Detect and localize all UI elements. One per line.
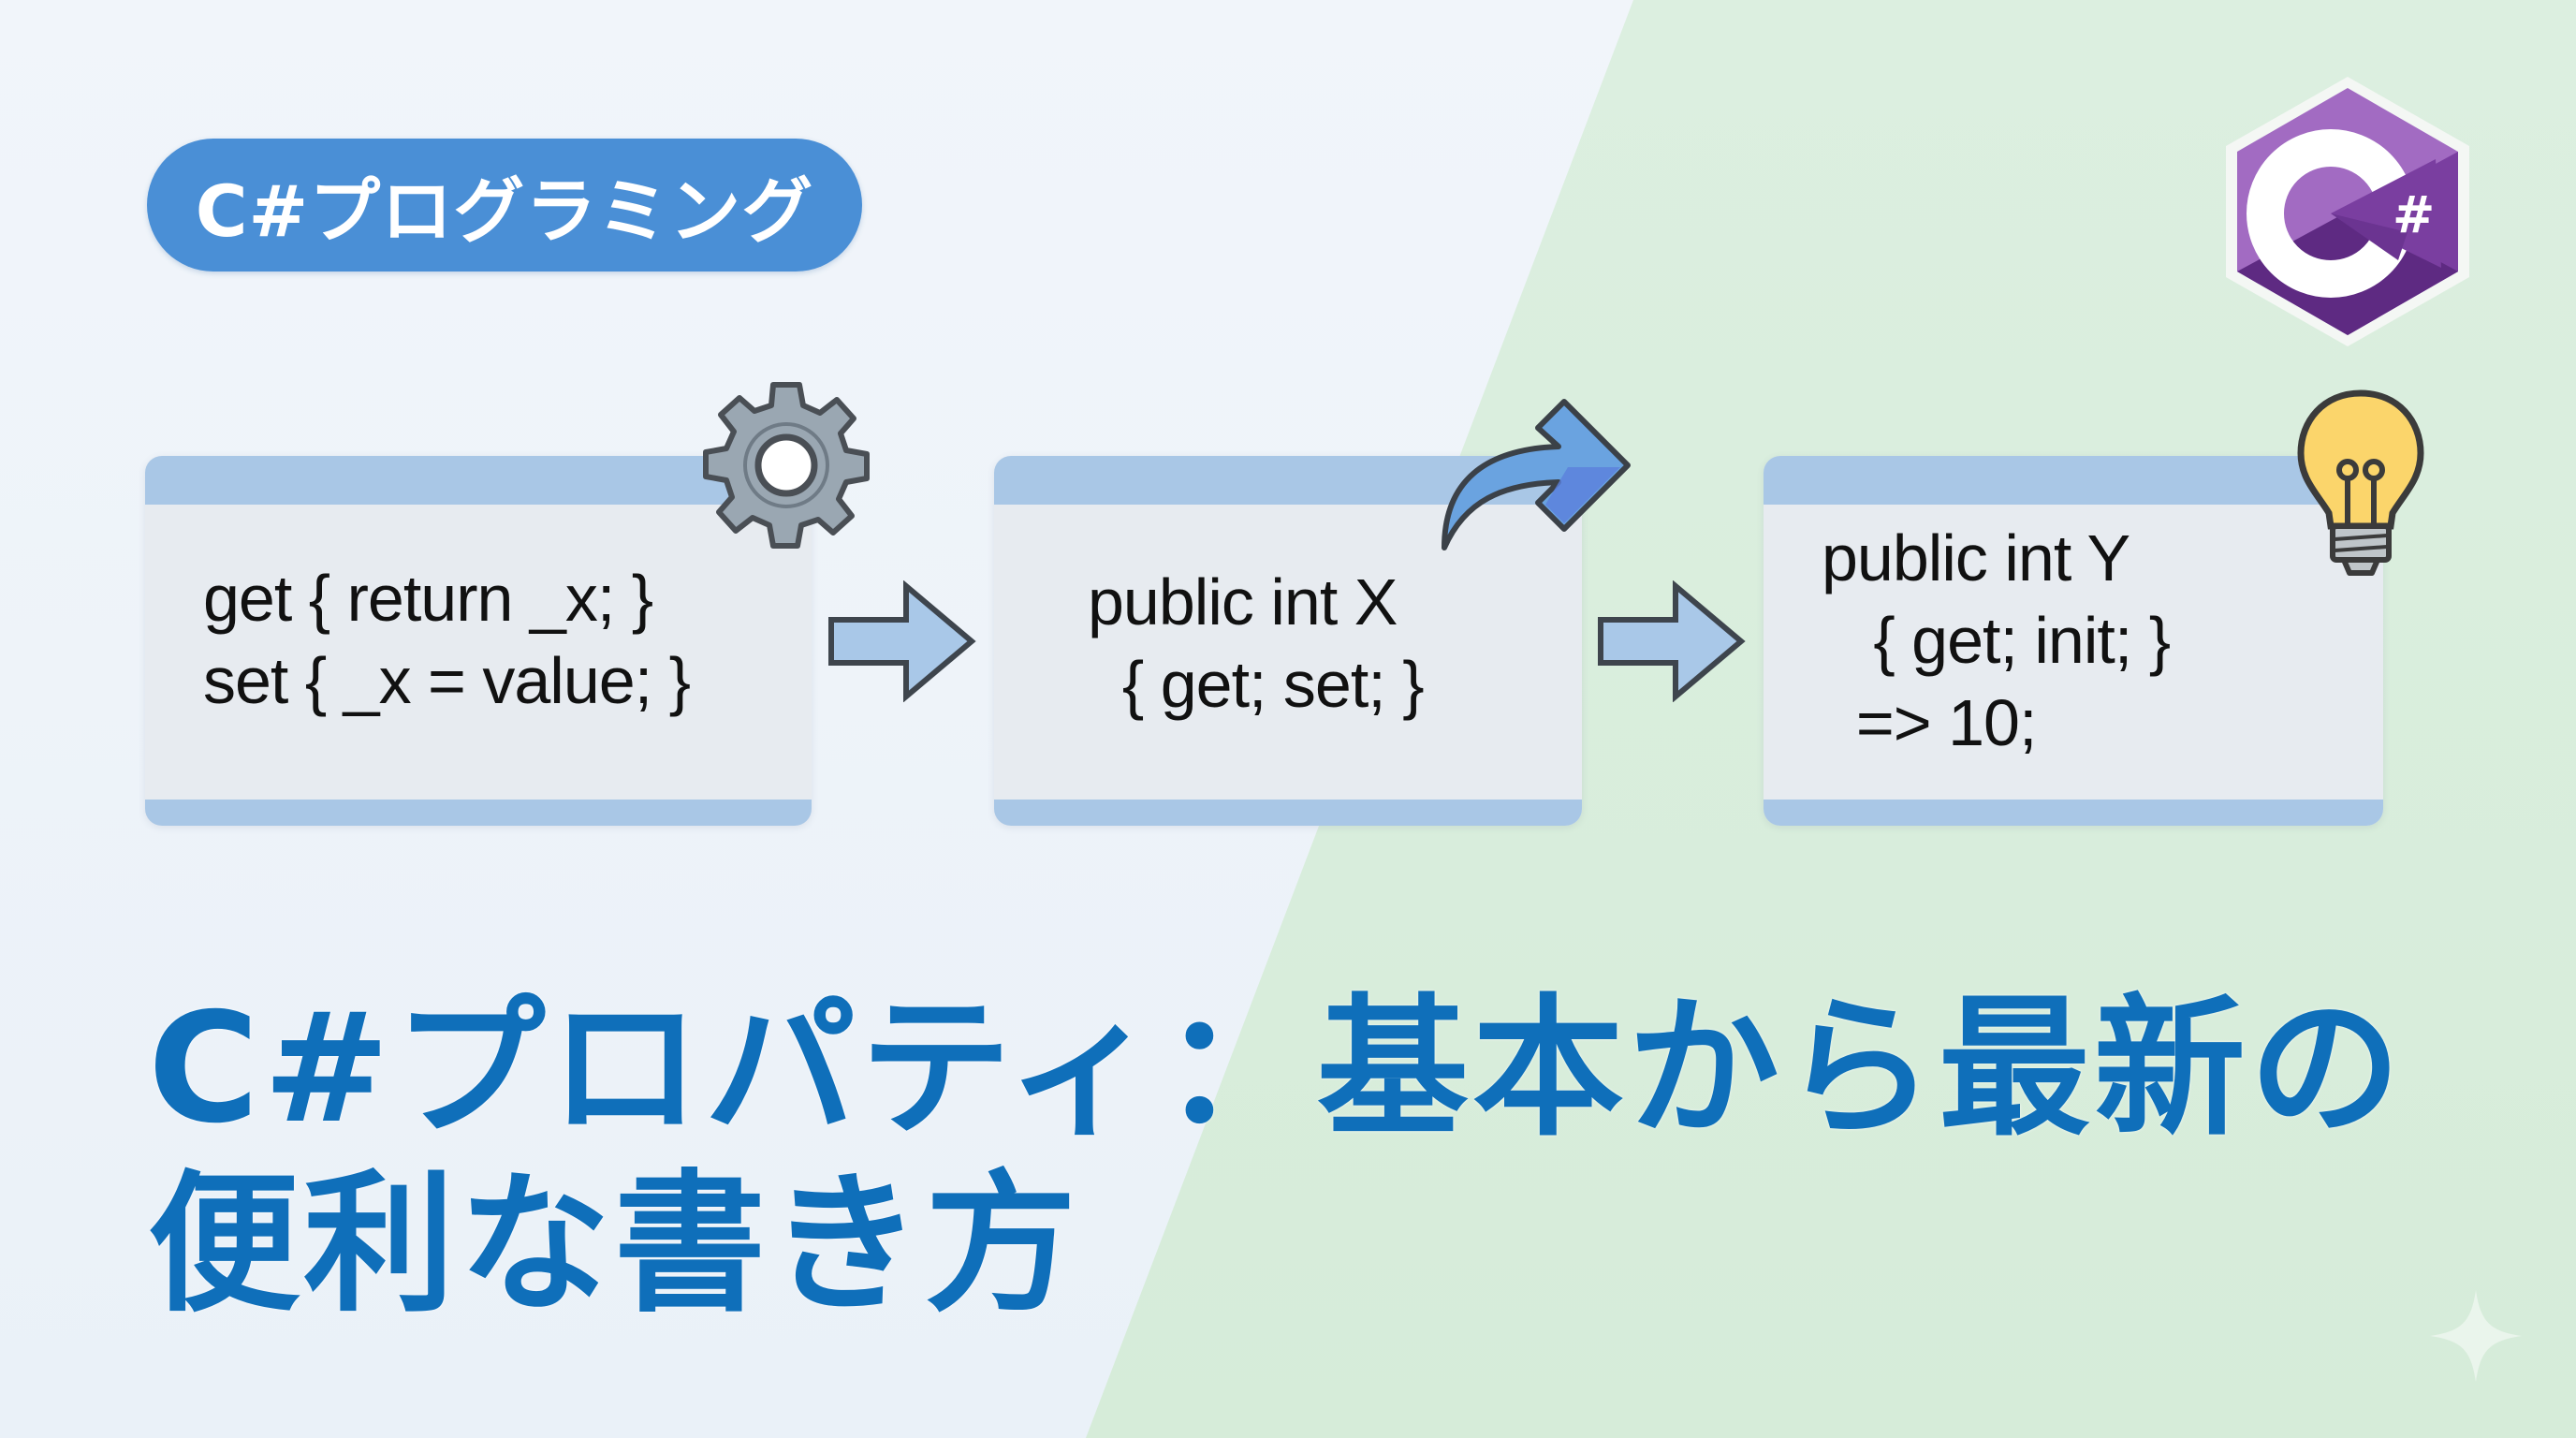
lightbulb-icon	[2297, 389, 2424, 576]
code-line: get { return _x; }	[203, 562, 653, 635]
right-arrow-icon	[1598, 580, 1746, 702]
main-title-line-2: 便利な書き方	[148, 1157, 1080, 1333]
code-snippet: public int X { get; set; }	[1088, 561, 1425, 726]
csharp-logo-hash: #	[2393, 185, 2435, 244]
code-card-init-property: public int Y { get; init; } => 10;	[1764, 456, 2383, 826]
card-header-bar	[145, 456, 812, 505]
code-card-auto-property: public int X { get; set; }	[994, 456, 1582, 826]
code-snippet: get { return _x; } set { _x = value; }	[203, 557, 691, 722]
card-footer-bar	[994, 800, 1582, 826]
gear-icon	[703, 382, 870, 549]
category-badge: C#プログラミング	[147, 139, 862, 271]
category-badge-label: C#プログラミング	[195, 169, 814, 253]
card-footer-bar	[145, 800, 812, 826]
sparkle-icon	[2430, 1290, 2522, 1382]
code-snippet: public int Y { get; init; } => 10;	[1822, 517, 2171, 764]
right-arrow-icon	[828, 580, 976, 702]
csharp-logo-icon: #	[2226, 77, 2469, 346]
code-line: public int X	[1088, 565, 1398, 638]
code-line: { get; set; }	[1088, 648, 1425, 721]
curved-arrow-icon	[1442, 399, 1631, 550]
code-card-manual-property: get { return _x; } set { _x = value; }	[145, 456, 812, 826]
code-line: => 10;	[1822, 686, 2038, 759]
code-line: { get; init; }	[1822, 604, 2171, 677]
card-footer-bar	[1764, 800, 2383, 826]
code-line: set { _x = value; }	[203, 644, 691, 717]
main-title-line-1: C#プロパティ：基本から最新の	[148, 981, 2405, 1157]
main-title: C#プロパティ：基本から最新の 便利な書き方	[148, 981, 2405, 1333]
code-line: public int Y	[1822, 521, 2130, 594]
card-header-bar	[1764, 456, 2383, 505]
